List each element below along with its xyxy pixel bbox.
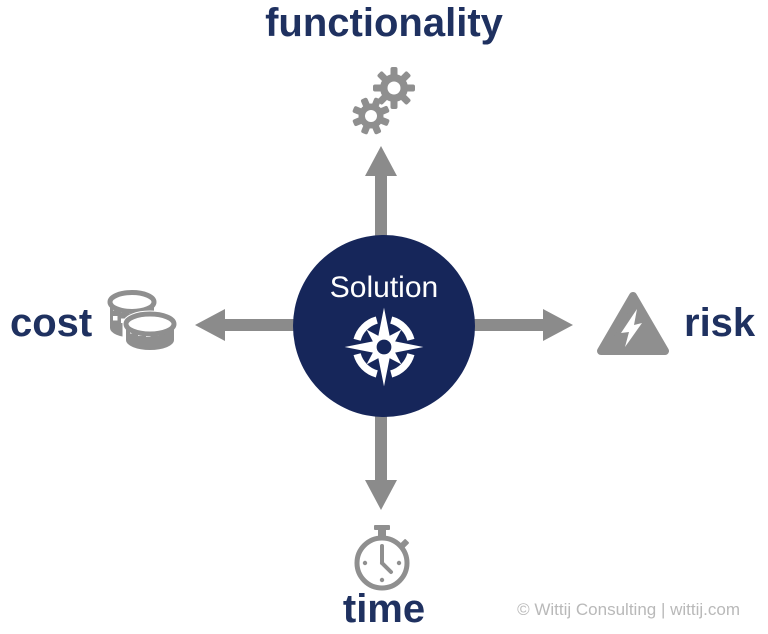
arrow-down bbox=[365, 412, 397, 510]
warning-lightning-icon bbox=[597, 292, 669, 355]
label-functionality: functionality bbox=[265, 1, 503, 45]
solution-circle: Solution bbox=[293, 235, 475, 417]
footer-copyright: © Wittij Consulting | wittij.com bbox=[517, 600, 740, 619]
gears-icon bbox=[352, 67, 415, 135]
coins-icon bbox=[107, 290, 178, 354]
arrow-right bbox=[471, 309, 573, 341]
label-cost: cost bbox=[10, 301, 93, 345]
compass-icon bbox=[344, 307, 424, 387]
label-risk: risk bbox=[684, 301, 756, 345]
arrow-left bbox=[195, 309, 297, 341]
label-time: time bbox=[342, 587, 426, 631]
stopwatch-icon bbox=[354, 525, 410, 591]
arrow-up bbox=[365, 146, 397, 238]
solution-label: Solution bbox=[329, 271, 439, 304]
